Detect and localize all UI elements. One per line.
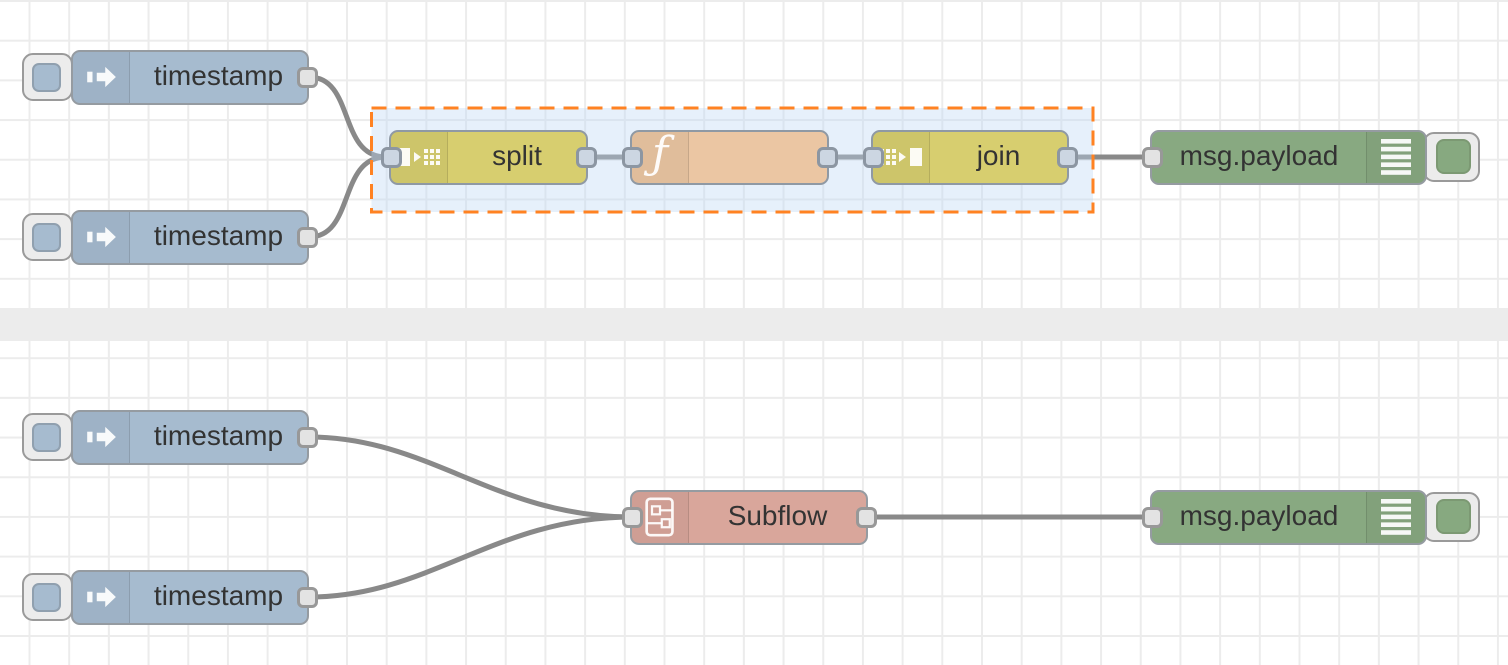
input-port[interactable] [621, 506, 643, 528]
input-port[interactable] [1141, 146, 1163, 168]
node-label: msg.payload [1179, 140, 1339, 171]
debug-node[interactable]: msg.payload [1141, 129, 1480, 185]
output-port[interactable] [1056, 146, 1078, 168]
list-lines-icon [1366, 131, 1425, 183]
debug-toggle-button[interactable] [1423, 492, 1480, 542]
split-node[interactable]: split [380, 129, 597, 185]
inject-button-pad[interactable] [32, 423, 61, 452]
node-label: timestamp [153, 220, 284, 251]
wire[interactable] [308, 74, 387, 160]
node-label [689, 132, 827, 183]
node-label: timestamp [153, 60, 284, 91]
node-label: msg.payload [1179, 500, 1339, 531]
output-port[interactable] [855, 506, 877, 528]
input-port[interactable] [380, 146, 402, 168]
inject-button[interactable] [22, 573, 73, 621]
debug-toggle-pad[interactable] [1436, 139, 1471, 174]
output-port[interactable] [816, 146, 838, 168]
inject-node[interactable]: timestamp [22, 569, 318, 625]
node-label: join [976, 140, 1021, 171]
input-port[interactable] [621, 146, 643, 168]
flow-divider [0, 308, 1508, 341]
input-port[interactable] [862, 146, 884, 168]
node-label: split [492, 140, 542, 171]
inject-button-pad[interactable] [32, 223, 61, 252]
output-port[interactable] [575, 146, 597, 168]
wire[interactable] [308, 434, 633, 520]
join-node[interactable]: join [862, 129, 1078, 185]
arrow-in-icon [73, 211, 130, 263]
inject-button[interactable] [22, 53, 73, 101]
wire[interactable] [308, 514, 633, 600]
debug-toggle-pad[interactable] [1436, 499, 1471, 534]
inject-node[interactable]: timestamp [22, 209, 318, 265]
input-port[interactable] [1141, 506, 1163, 528]
node-label: timestamp [153, 420, 284, 451]
list-lines-icon [1366, 491, 1425, 543]
inject-node[interactable]: timestamp [22, 49, 318, 105]
debug-node[interactable]: msg.payload [1141, 489, 1480, 545]
arrow-in-icon [73, 411, 130, 463]
inject-button-pad[interactable] [32, 63, 61, 92]
inject-node[interactable]: timestamp [22, 409, 318, 465]
output-port[interactable] [296, 226, 318, 248]
output-port[interactable] [296, 66, 318, 88]
node-label: timestamp [153, 580, 284, 611]
inject-button[interactable] [22, 413, 73, 461]
output-port[interactable] [296, 586, 318, 608]
inject-button[interactable] [22, 213, 73, 261]
subflow-node[interactable]: Subflow [621, 489, 877, 545]
function-node[interactable]: ƒ [621, 129, 838, 185]
output-port[interactable] [296, 426, 318, 448]
arrow-in-icon [73, 571, 130, 623]
node-label: Subflow [727, 500, 828, 531]
inject-button-pad[interactable] [32, 583, 61, 612]
arrow-in-icon [73, 51, 130, 103]
